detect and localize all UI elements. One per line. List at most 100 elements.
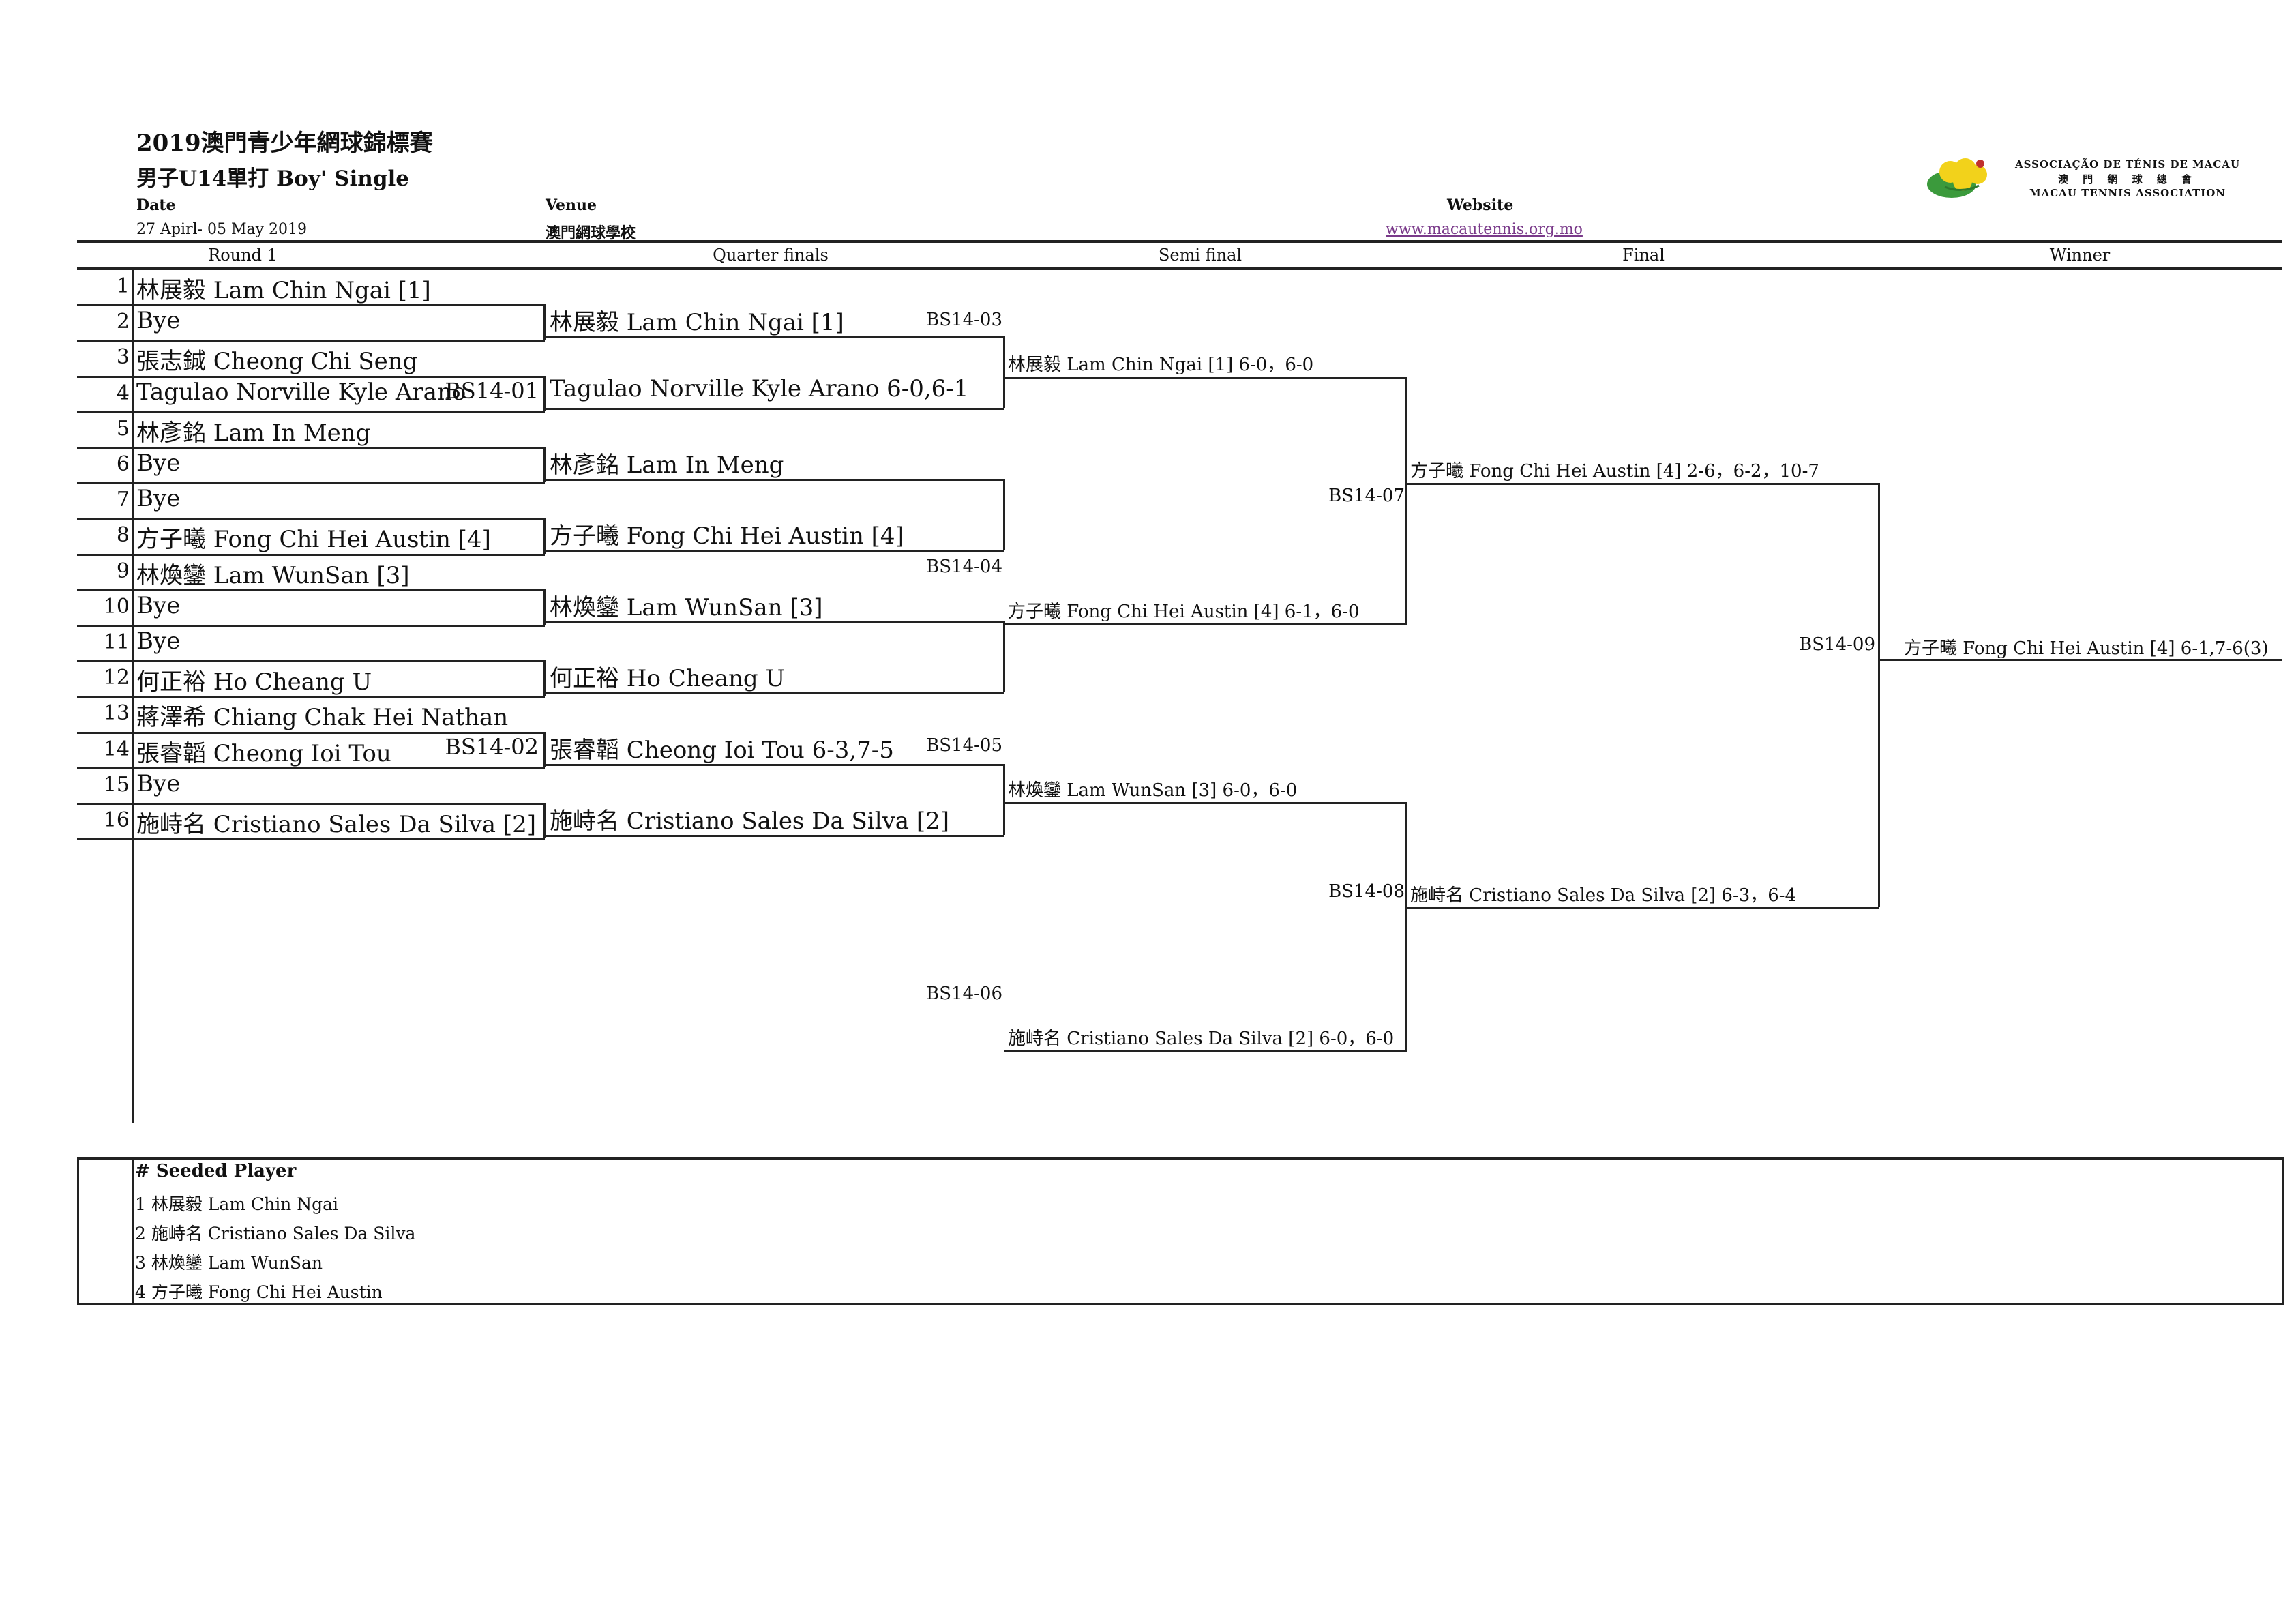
qf-player: 張睿韜 Cheong Ioi Tou 6-3,7-5: [550, 736, 894, 764]
logo-emblem-icon: [1927, 158, 1987, 198]
legend-divider: [132, 1157, 134, 1303]
logo-text-pt: ASSOCIAÇÃO DE TÉNIS DE MACAU: [2014, 158, 2241, 171]
seed-number: 3: [116, 345, 130, 370]
qf-player: 林展毅 Lam Chin Ngai [1]: [550, 309, 844, 337]
date-value: 27 Apirl- 05 May 2019: [136, 221, 308, 238]
winner-name: 方子曦 Fong Chi Hei Austin [4] 6-1,7-6(3): [1904, 638, 2269, 659]
qf-player: 方子曦 Fong Chi Hei Austin [4]: [550, 522, 904, 550]
sf-match-code: BS14-04: [926, 557, 1002, 577]
website-link[interactable]: www.macautennis.org.mo: [1386, 221, 1583, 238]
qf-player: 施峙名 Cristiano Sales Da Silva [2]: [550, 807, 950, 835]
sf-line: [1004, 377, 1407, 379]
qf-match-code: BS14-01: [445, 377, 539, 404]
round1-connector: [543, 803, 546, 839]
venue-label: Venue: [546, 196, 597, 214]
round1-rule: [77, 304, 545, 307]
sf-line: [1004, 802, 1407, 804]
legend-title: # Seeded Player: [135, 1161, 297, 1181]
logo-text-en: MACAU TENNIS ASSOCIATION: [2029, 187, 2226, 199]
event-subtitle: 男子U14單打 Boy' Single: [136, 166, 410, 191]
qf-line: [545, 550, 1004, 552]
col-round1: Round 1: [208, 246, 278, 265]
legend-item-3: 3 林煥鑾 Lam WunSan: [135, 1253, 323, 1273]
round1-connector: [543, 660, 546, 696]
round1-connector: [543, 518, 546, 554]
qf-player: 林煥鑾 Lam WunSan [3]: [550, 593, 823, 621]
sf-player: 林展毅 Lam Chin Ngai [1] 6-0，6-0: [1008, 355, 1314, 375]
seed-number: 1: [116, 274, 130, 298]
round1-player: 方子曦 Fong Chi Hei Austin [4]: [136, 526, 491, 554]
seed-number: 7: [116, 488, 130, 512]
header-rule-bottom: [77, 267, 2282, 270]
final-connector: [1878, 483, 1880, 907]
seed-number: 10: [103, 594, 130, 619]
qf-line: [545, 834, 1004, 837]
round1-rule: [77, 625, 545, 627]
final-match-code: BS14-08: [1328, 881, 1405, 902]
sf-connector-top: [1405, 377, 1407, 623]
seed-number: 9: [116, 559, 130, 583]
date-label: Date: [136, 196, 176, 214]
sf-match-code: BS14-05: [926, 735, 1002, 756]
round1-rule: [77, 838, 545, 841]
round1-rule: [77, 660, 545, 663]
round1-player: Bye: [136, 449, 181, 477]
seeded-legend-box: [77, 1157, 2284, 1305]
col-winner: Winner: [2049, 246, 2111, 265]
final-line: [1407, 483, 1879, 485]
legend-item-4: 4 方子曦 Fong Chi Hei Austin: [135, 1282, 383, 1302]
round1-rule: [77, 447, 545, 449]
seed-column-divider: [132, 269, 134, 1123]
round1-connector: [543, 375, 546, 411]
header-rule-top: [77, 240, 2282, 243]
mta-logo: [1924, 151, 1999, 201]
final-match-code: BS14-07: [1328, 486, 1405, 506]
seed-number: 6: [116, 452, 130, 476]
qf-player: 何正裕 Ho Cheang U: [550, 665, 786, 693]
winner-match-code: BS14-09: [1799, 634, 1875, 655]
sf-player: 林煥鑾 Lam WunSan [3] 6-0，6-0: [1008, 780, 1298, 801]
sf-match-code: BS14-06: [926, 984, 1002, 1004]
sf-player: 方子曦 Fong Chi Hei Austin [4] 6-1，6-0: [1008, 602, 1360, 622]
qf-line: [545, 692, 1004, 695]
round1-player: 施峙名 Cristiano Sales Da Silva [2]: [136, 811, 537, 838]
round1-player: 張志鋮 Cheong Chi Seng: [136, 348, 418, 376]
seed-number: 5: [116, 416, 130, 441]
seed-number: 4: [116, 381, 130, 405]
winner-line: [1878, 659, 2282, 661]
round1-player: 張睿韜 Cheong Ioi Tou: [136, 739, 391, 767]
sf-line: [1004, 623, 1407, 625]
website-label: Website: [1447, 196, 1514, 214]
seed-number: 14: [103, 737, 130, 761]
col-quarterfinals: Quarter finals: [713, 246, 829, 265]
round1-rule: [77, 340, 545, 342]
seed-number: 2: [116, 310, 130, 334]
round1-player: Tagulao Norville Kyle Arano: [136, 378, 466, 406]
legend-item-1: 1 林展毅 Lam Chin Ngai: [135, 1194, 339, 1214]
round1-rule: [77, 731, 545, 734]
round1-player: 林彥銘 Lam In Meng: [136, 419, 371, 447]
round1-player: Bye: [136, 769, 181, 797]
qf-line: [545, 763, 1004, 766]
tournament-title: 2019澳門青少年網球錦標賽: [136, 130, 433, 157]
final-player: 方子曦 Fong Chi Hei Austin [4] 2-6，6-2，10-7: [1410, 461, 1819, 482]
round1-rule: [77, 518, 545, 520]
legend-item-2: 2 施峙名 Cristiano Sales Da Silva: [135, 1224, 416, 1243]
sf-player: 施峙名 Cristiano Sales Da Silva [2] 6-0，6-0: [1008, 1029, 1395, 1049]
round1-connector: [543, 304, 546, 340]
round1-rule: [77, 482, 545, 485]
round1-connector: [543, 731, 546, 767]
sf-connector-bottom: [1405, 802, 1407, 1050]
qf-player: Tagulao Norville Kyle Arano 6-0,6-1: [550, 374, 969, 402]
seed-number: 13: [103, 701, 130, 726]
venue-value: 澳門網球學校: [546, 224, 636, 242]
qf-line: [545, 336, 1004, 339]
round1-connector: [543, 447, 546, 483]
round1-player: Bye: [136, 591, 181, 619]
sf-match-code: BS14-03: [926, 310, 1002, 330]
qf-line: [545, 621, 1004, 623]
round1-rule: [77, 553, 545, 556]
round1-player: 蔣澤希 Chiang Chak Hei Nathan: [136, 704, 509, 732]
final-line: [1407, 907, 1879, 909]
final-player: 施峙名 Cristiano Sales Da Silva [2] 6-3，6-4: [1410, 885, 1797, 906]
